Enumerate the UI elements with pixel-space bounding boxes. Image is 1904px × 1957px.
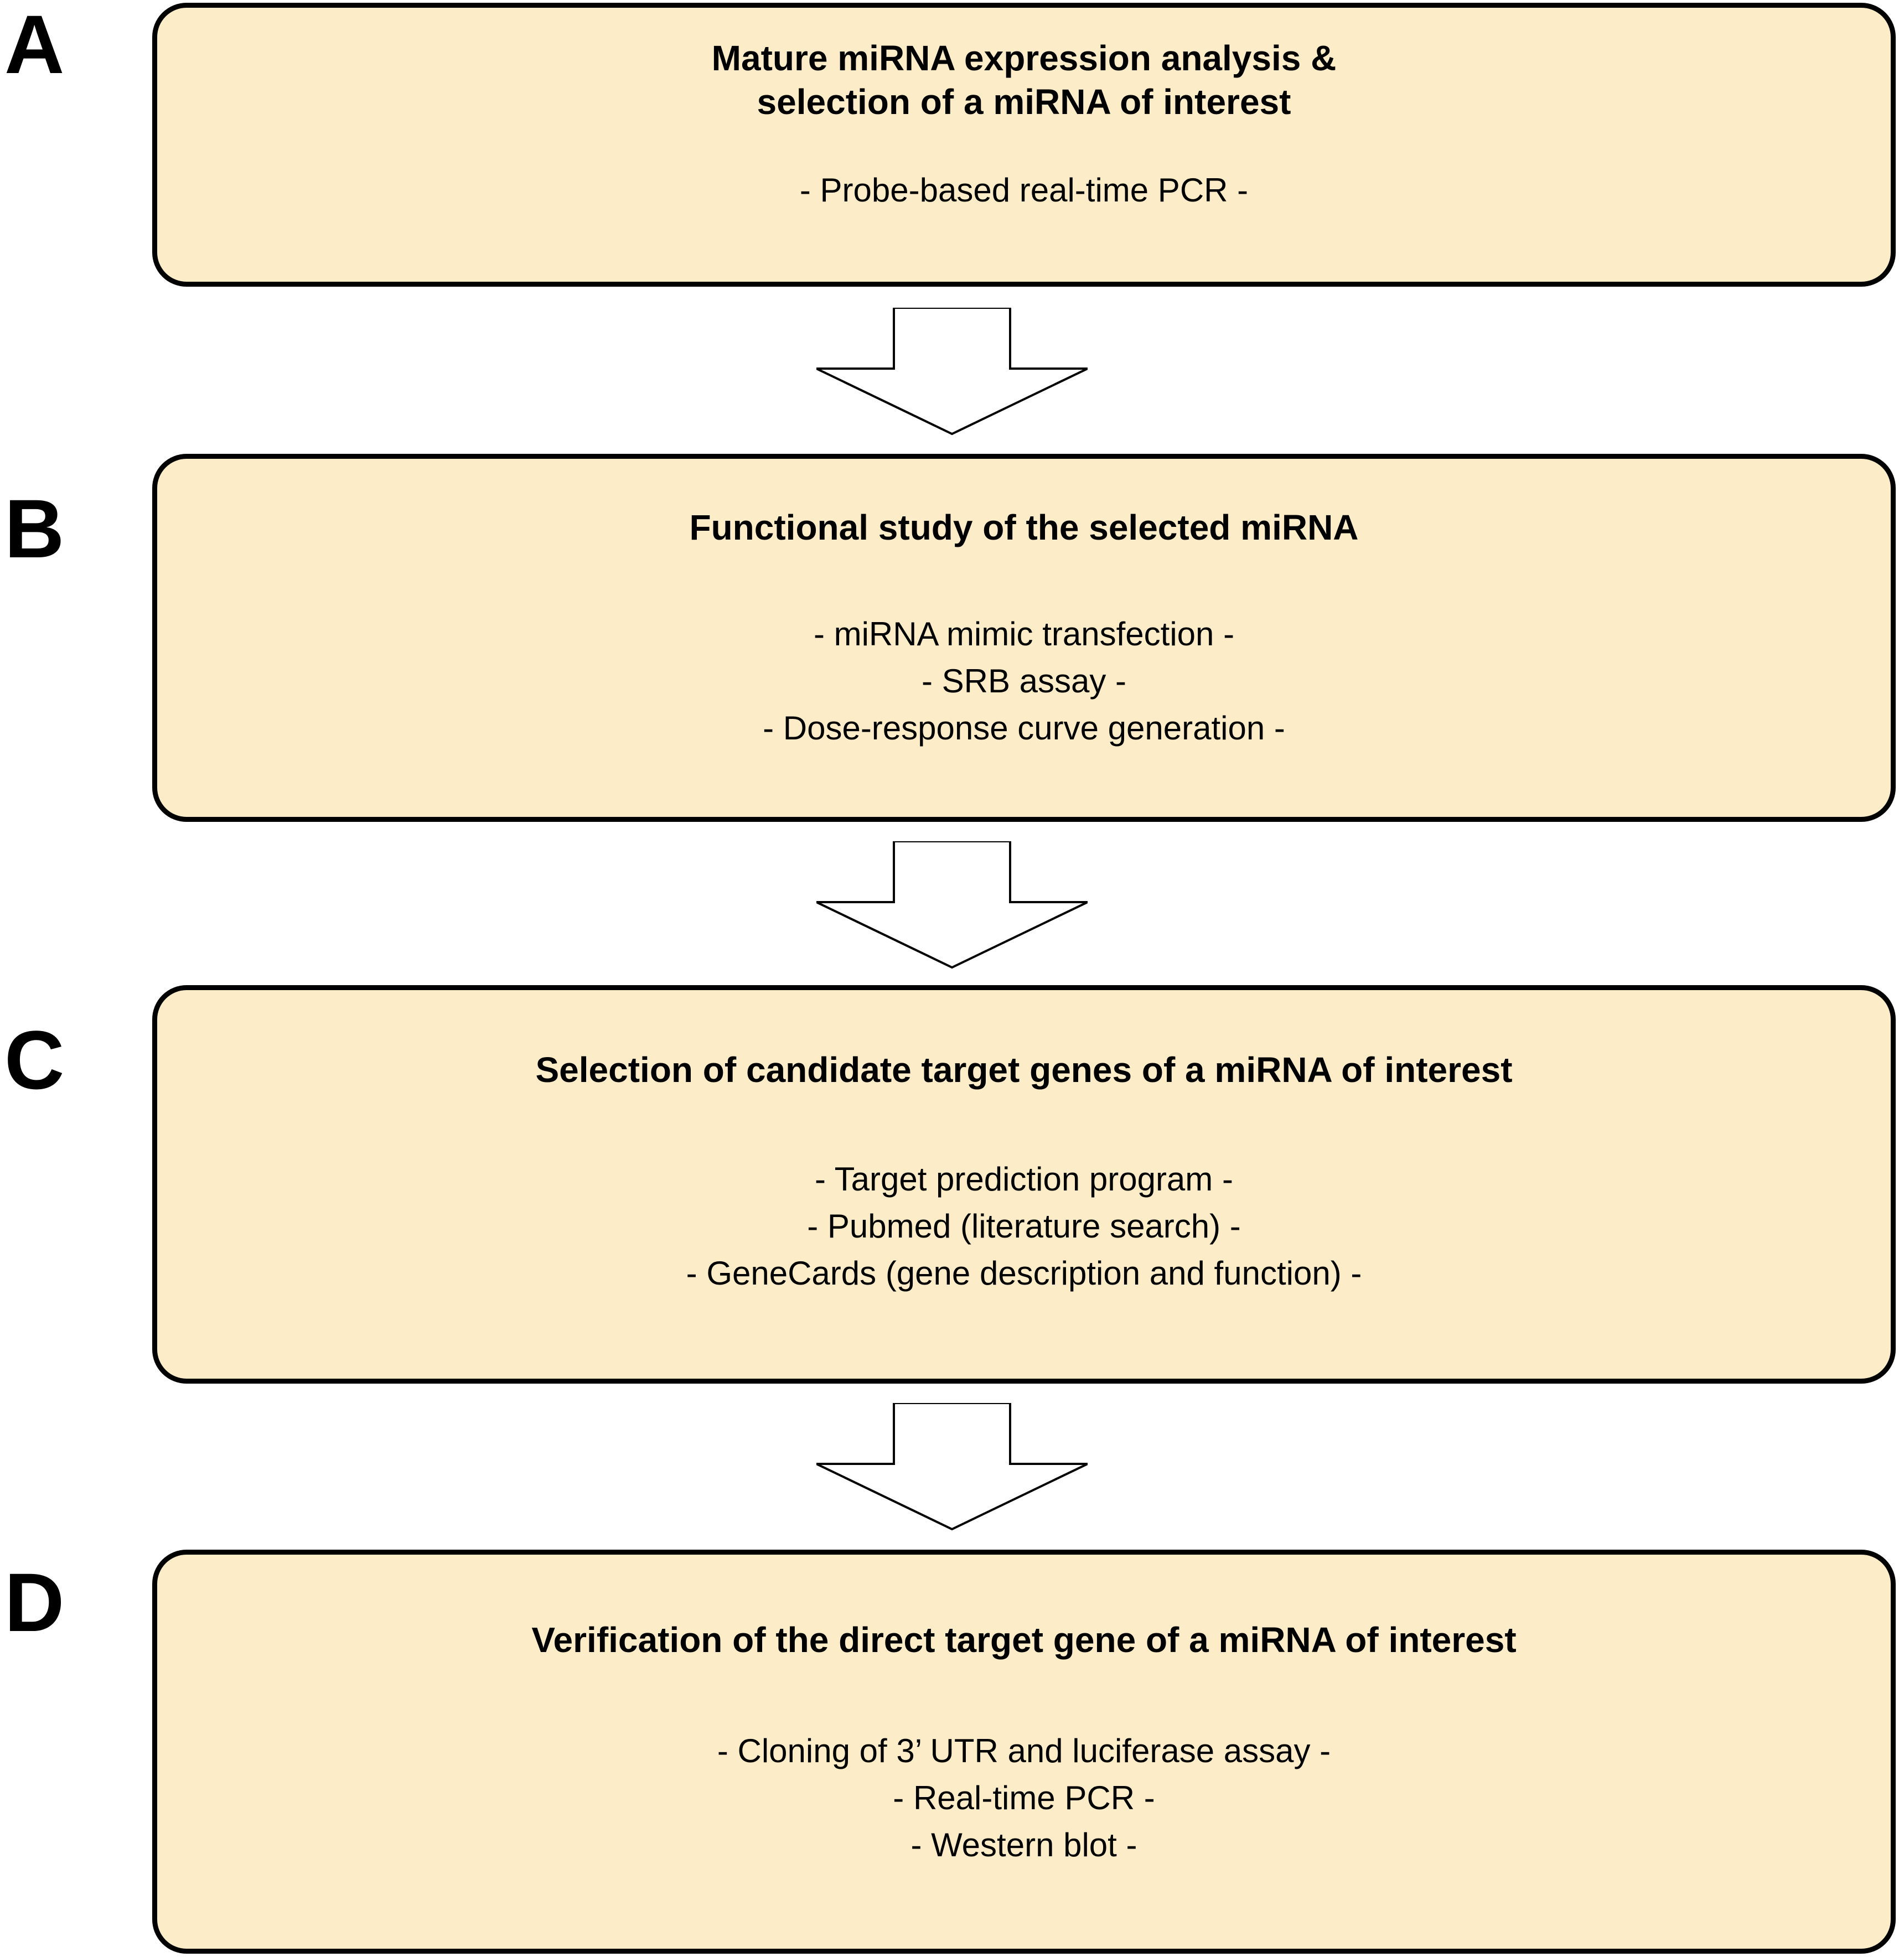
arrow-a-to-b (816, 308, 1088, 435)
arrow-b-to-c (816, 841, 1088, 969)
step-b-title: Functional study of the selected miRNA (689, 508, 1359, 547)
arrow-c-to-d (816, 1403, 1088, 1530)
step-box-d: Verification of the direct target gene o… (152, 1550, 1896, 1954)
arrow-down-icon (816, 1403, 1088, 1530)
step-d-title: Verification of the direct target gene o… (531, 1620, 1517, 1660)
step-d-methods: - Cloning of 3’ UTR and luciferase assay… (717, 1732, 1331, 1864)
step-box-c: Selection of candidate target genes of a… (152, 985, 1896, 1384)
step-a-methods: - Probe-based real-time PCR - (799, 172, 1249, 209)
step-box-a: Mature miRNA expression analysis & selec… (152, 3, 1896, 287)
step-a-title: Mature miRNA expression analysis & selec… (711, 38, 1337, 122)
panel-letter-b: B (4, 482, 64, 575)
step-c-title: Selection of candidate target genes of a… (535, 1050, 1513, 1090)
step-c-methods: - Target prediction program - - Pubmed (… (686, 1160, 1362, 1292)
step-b-methods: - miRNA mimic transfection - - SRB assay… (763, 615, 1285, 747)
panel-letter-c: C (4, 1013, 64, 1106)
arrow-down-icon (816, 308, 1088, 435)
panel-letter-d: D (4, 1556, 64, 1649)
panel-letter-a: A (4, 0, 64, 91)
step-box-b: Functional study of the selected miRNA -… (152, 454, 1896, 822)
arrow-down-icon (816, 841, 1088, 969)
